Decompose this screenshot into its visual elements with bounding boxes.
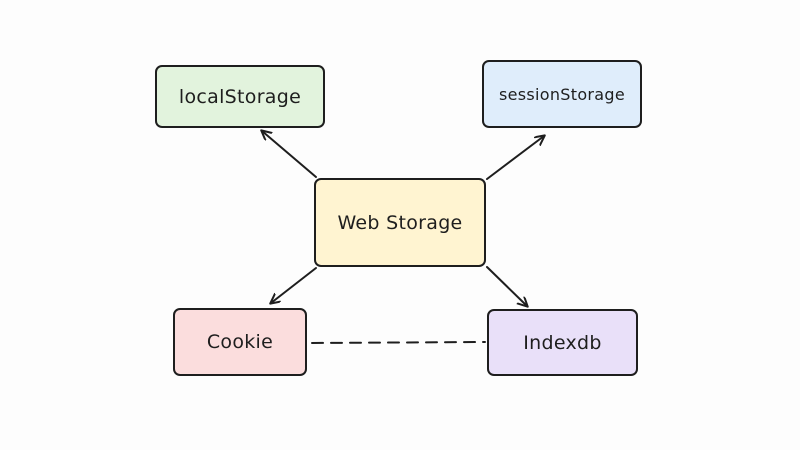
node-indexdb: Indexdb: [487, 309, 638, 376]
edge-web-to-localstorage: [262, 131, 317, 178]
node-sessionstorage-label: sessionStorage: [498, 84, 626, 104]
node-localstorage-label: localStorage: [178, 85, 302, 108]
node-cookie: Cookie: [173, 308, 307, 376]
node-web-storage-label: Web Storage: [337, 211, 463, 234]
node-indexdb-label: Indexdb: [523, 331, 602, 354]
edge-web-to-sessionstorage: [486, 136, 544, 180]
node-web-storage: Web Storage: [314, 178, 486, 267]
node-cookie-label: Cookie: [206, 331, 274, 353]
edge-web-to-cookie: [271, 267, 317, 303]
edge-web-to-indexdb: [486, 266, 527, 306]
edge-cookie-indexdb-dashed: [311, 341, 486, 344]
node-sessionstorage: sessionStorage: [482, 60, 642, 128]
node-localstorage: localStorage: [155, 65, 325, 128]
